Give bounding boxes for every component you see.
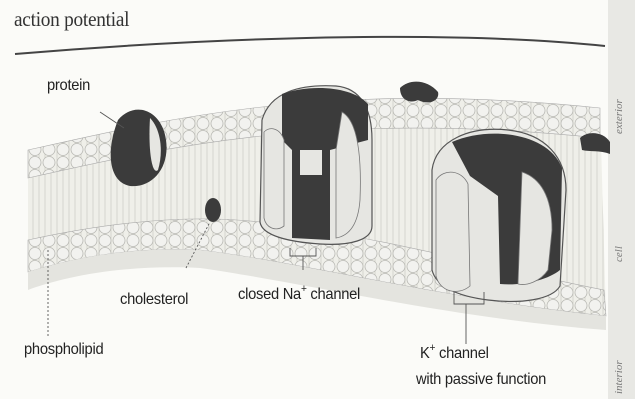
label-k-passive: with passive function [416,372,546,388]
label-k-channel: K+ channel [420,346,489,362]
label-k-sup: + [430,342,436,354]
label-k-suffix: channel [435,345,488,362]
cholesterol-blob [205,198,221,222]
label-closed-na-channel: closed Na+ channel [238,287,360,303]
k-channel [432,129,566,301]
side-label-exterior: exterior [613,99,625,134]
heading-text: action potential [14,9,129,30]
label-k-prefix: K [420,345,430,362]
label-cholesterol: cholesterol [120,292,188,308]
label-na-prefix: closed Na [238,286,301,303]
na-channel [260,86,372,245]
label-phospholipid: phospholipid [24,342,103,358]
label-na-sup: + [301,283,307,295]
side-label-cell: cell [613,246,625,262]
side-label-interior: interior [613,360,625,394]
label-protein: protein [47,78,90,94]
label-na-suffix: channel [307,286,360,303]
side-band [608,0,635,399]
